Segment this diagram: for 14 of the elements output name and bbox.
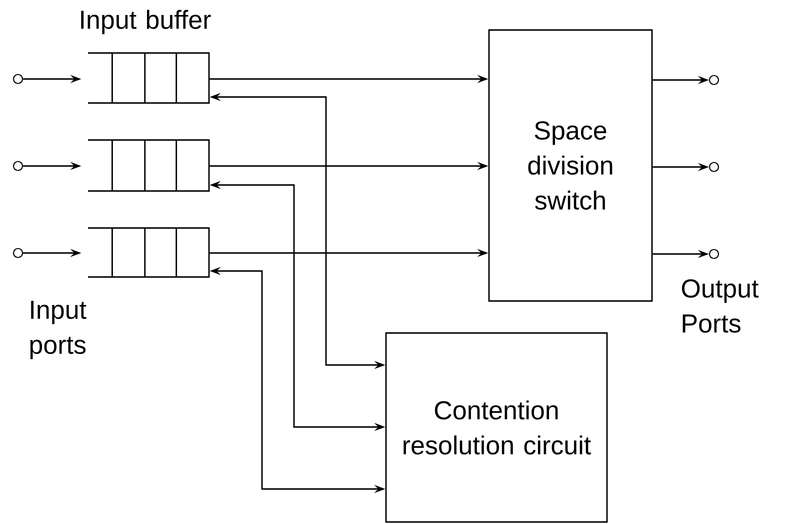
input-port-circle xyxy=(12,248,24,258)
circuit-box: Contention resolution circuit xyxy=(385,332,608,523)
switch-box: Space division switch xyxy=(488,29,653,302)
output-port-circle xyxy=(708,74,720,86)
input-port-circle xyxy=(12,74,24,84)
queue-buffer xyxy=(88,52,210,104)
queue-buffer xyxy=(88,227,210,278)
port-label: Output Ports xyxy=(682,279,759,333)
queue-buffer xyxy=(88,139,210,192)
port-label: Input buffer xyxy=(81,10,211,34)
output-port-circle xyxy=(708,248,720,260)
port-label: Input ports xyxy=(30,300,86,360)
input-port-circle xyxy=(12,160,24,172)
output-port-circle xyxy=(708,162,720,172)
